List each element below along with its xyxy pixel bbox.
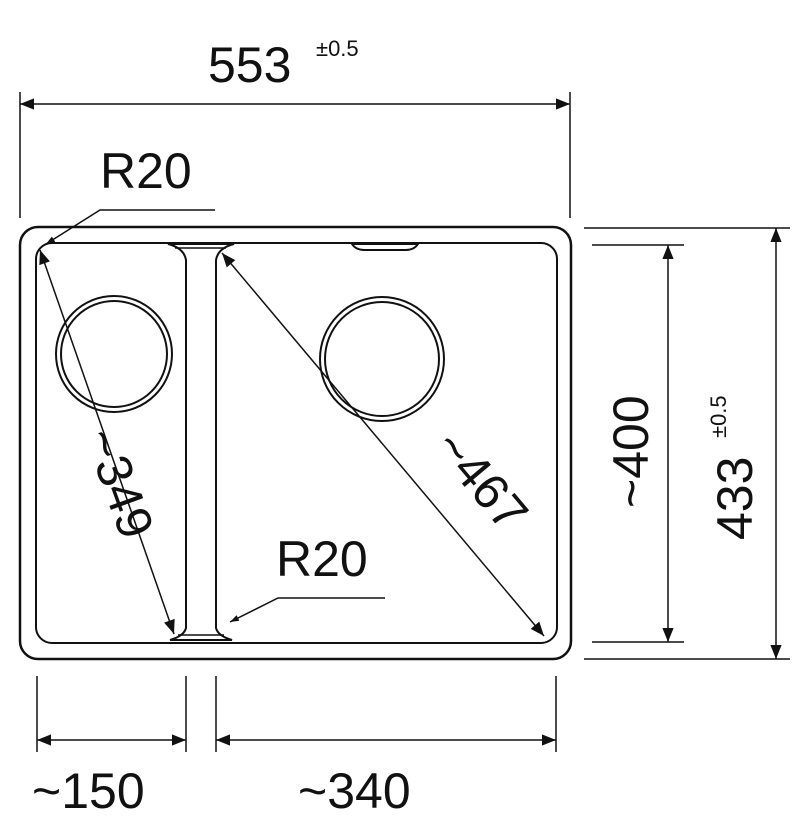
overall-width-tolerance: ±0.5 <box>316 36 359 61</box>
overflow-slot <box>350 243 420 251</box>
large-bowl-diagonal-line <box>221 252 545 637</box>
large-bowl-diagonal-label: ~467 <box>424 419 539 541</box>
sink-outer-outline <box>18 225 573 661</box>
inner-height-label: ~400 <box>603 395 659 508</box>
overall-width-label: 553 <box>208 37 291 93</box>
inner-radius-label: R20 <box>276 531 368 587</box>
small-bowl-diagonal-label: ~349 <box>74 421 165 546</box>
overall-height-label: 433 <box>707 457 763 540</box>
sink-inner-outline <box>35 242 558 644</box>
outer-radius-label: R20 <box>100 143 192 199</box>
small-bowl-width-label: ~150 <box>32 763 145 819</box>
large-bowl-width-label: ~340 <box>298 763 411 819</box>
small-bowl-diagonal-line <box>39 249 175 635</box>
bowl-divider <box>167 243 235 641</box>
small-bowl-drain <box>55 295 173 413</box>
large-bowl-drain <box>319 296 445 422</box>
inner-radius-leader <box>229 597 385 623</box>
outer-radius-leader <box>45 209 215 245</box>
overall-height-tolerance: ±0.5 <box>706 395 731 438</box>
